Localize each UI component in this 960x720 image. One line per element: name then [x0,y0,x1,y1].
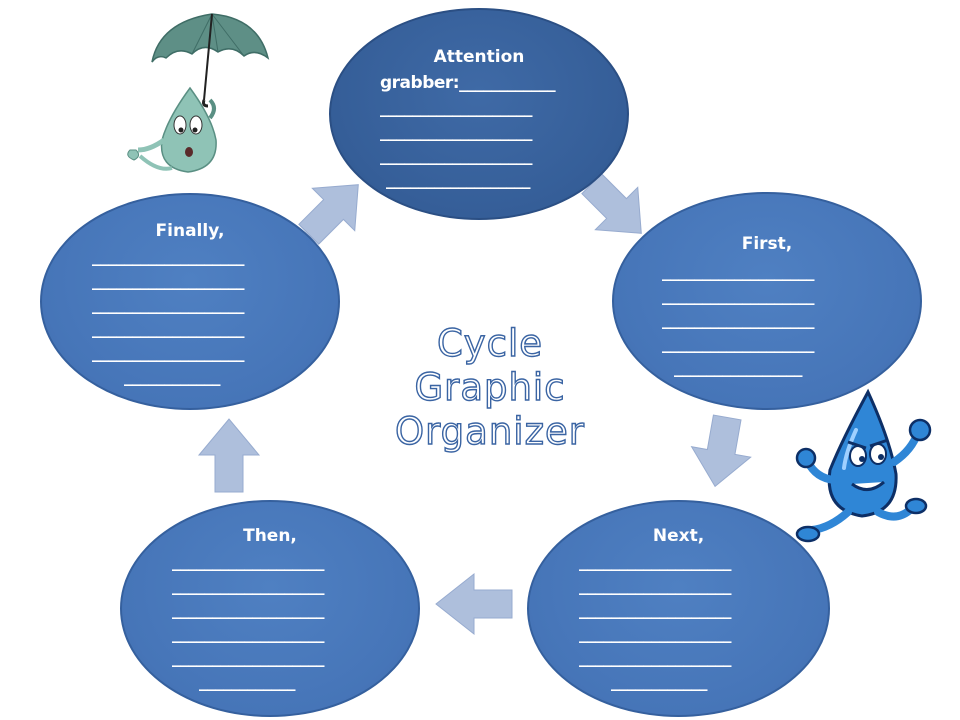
arrow-first-to-next [690,414,752,488]
title-line-1: Cycle [436,321,544,365]
arrow-next-to-then [435,572,513,636]
node-first-line: ___________________ [662,334,815,354]
node-next-line: ___________________ [579,576,732,596]
node-finally-line: ___________________ [92,295,245,315]
node-first: First, ___________________ _____________… [612,192,922,410]
node-attention-label-2: grabber:____________ [380,73,556,93]
node-finally-line: ___________________ [92,247,245,267]
node-then-line: ___________________ [172,648,325,668]
node-finally-line: ____________ [124,367,221,387]
node-first-line: ___________________ [662,310,815,330]
node-finally-line: ___________________ [92,343,245,363]
arrow-finally-to-attention [298,184,359,245]
node-then-line: ____________ [199,672,296,692]
node-next-line: ___________________ [579,552,732,572]
node-next-line: ___________________ [579,624,732,644]
arrow-attention-to-first [581,173,642,234]
title-line-3: Organizer [394,409,585,453]
node-next-line: ___________________ [579,600,732,620]
node-attention-line: ___________________ [380,122,533,142]
node-attention-line: __________________ [386,170,531,190]
arrow-then-to-finally [197,418,261,493]
node-then-line: ___________________ [172,552,325,572]
node-then: Then, ___________________ ______________… [120,500,420,717]
node-finally-line: ___________________ [92,319,245,339]
node-attention-grabber: Attention grabber:____________ _________… [329,8,629,220]
node-attention-label-1: Attention [433,47,525,67]
node-first-line: ___________________ [662,286,815,306]
node-finally-line: ___________________ [92,271,245,291]
node-first-line: ___________________ [662,262,815,282]
title-line-2: Graphic [414,365,566,409]
node-finally-label: Finally, [155,221,225,241]
node-next: Next, ___________________ ______________… [527,500,830,717]
node-attention-line: ___________________ [380,146,533,166]
node-first-label: First, [741,234,793,254]
node-attention-line: ___________________ [380,98,533,118]
node-then-line: ___________________ [172,600,325,620]
node-then-label: Then, [243,526,297,546]
node-first-line: ________________ [674,358,803,378]
node-then-line: ___________________ [172,624,325,644]
node-next-line: ____________ [611,672,708,692]
node-then-line: ___________________ [172,576,325,596]
node-next-line: ___________________ [579,648,732,668]
node-next-label: Next, [652,526,705,546]
node-finally: Finally, ___________________ ___________… [40,193,340,410]
